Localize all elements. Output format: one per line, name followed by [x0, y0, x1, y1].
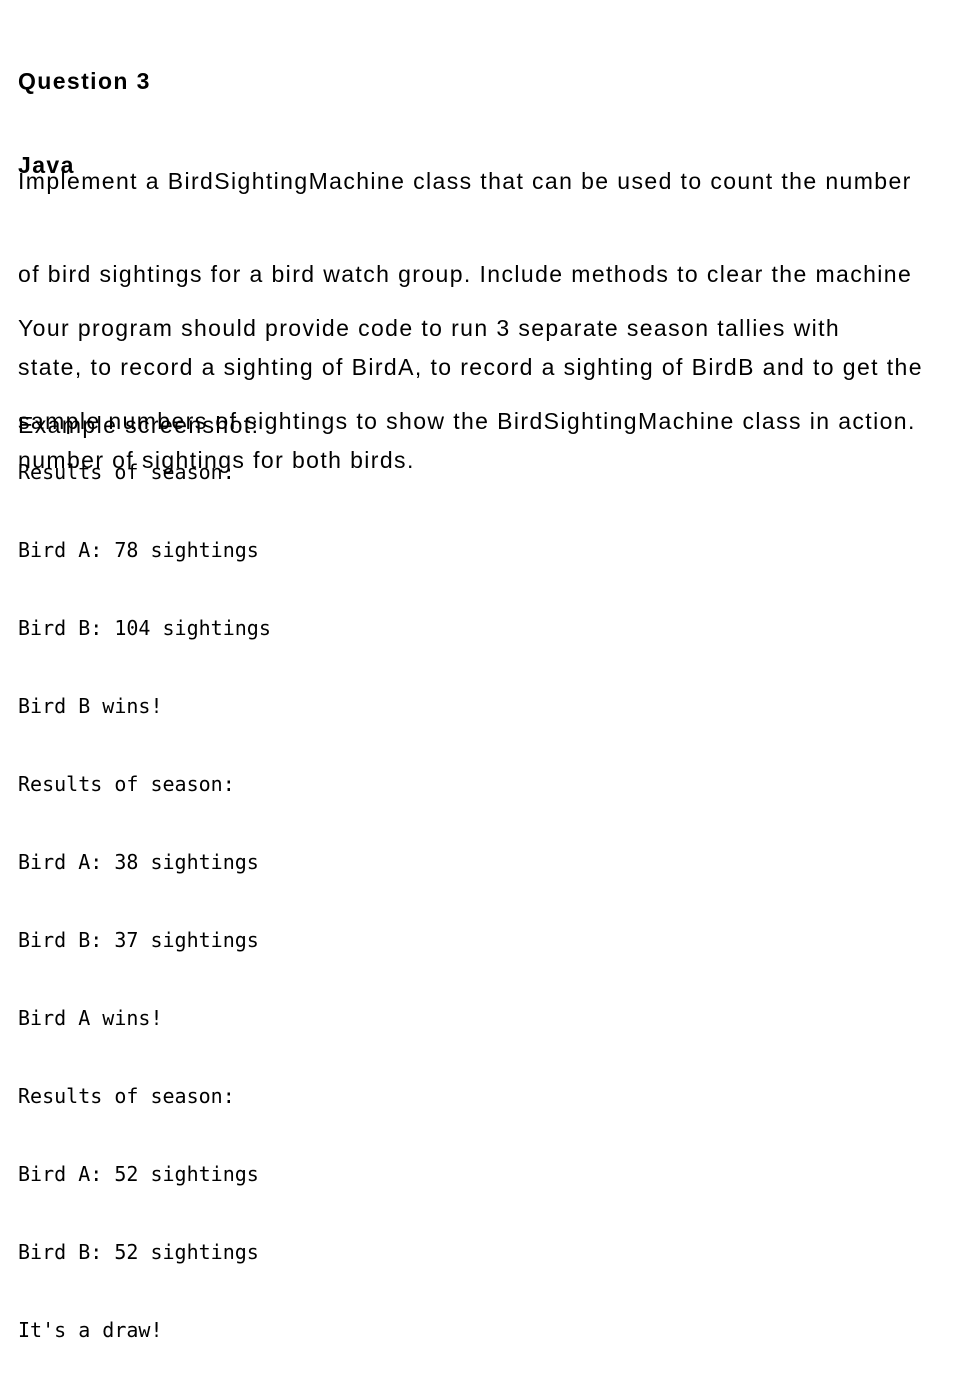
console-line: Bird B: 104 sightings	[18, 616, 271, 640]
task-description-paragraph: Implement a BirdSightingMachine class th…	[18, 104, 923, 538]
question-title: Question 3	[18, 68, 151, 94]
document-page: Question 3 Java Implement a BirdSighting…	[18, 11, 923, 1342]
console-line: Results of season:	[18, 772, 235, 796]
paragraph-line: number of sightings for both birds.	[18, 446, 415, 473]
paragraph-line: sample numbers of sightings to show the …	[18, 408, 916, 434]
console-output: Results of season: Bird A: 78 sightings …	[18, 407, 271, 1395]
console-line: Results of season:	[18, 460, 235, 484]
console-line: Bird B wins!	[18, 694, 163, 718]
paragraph-line: Your program should provide code to run …	[18, 315, 841, 341]
program-requirements-paragraph: Your program should provide code to run …	[18, 251, 916, 499]
console-line: It's a draw!	[18, 1318, 163, 1342]
example-screenshot-label: Example screenshot:	[18, 348, 259, 503]
console-line: Results of season:	[18, 1084, 235, 1108]
console-line: Bird A: 52 sightings	[18, 1162, 259, 1186]
console-line: Bird B: 52 sightings	[18, 1240, 259, 1264]
console-line: Bird A wins!	[18, 1006, 163, 1030]
example-label-text: Example screenshot:	[18, 412, 260, 438]
console-line: Bird A: 78 sightings	[18, 538, 259, 562]
language-label: Java	[18, 152, 75, 178]
question-heading: Question 3 Java	[18, 11, 151, 235]
console-line: Bird B: 37 sightings	[18, 928, 259, 952]
paragraph-line: state, to record a sighting of BirdA, to…	[18, 353, 923, 380]
paragraph-line: Implement a BirdSightingMachine class th…	[18, 167, 912, 194]
paragraph-line: of bird sightings for a bird watch group…	[18, 260, 913, 287]
console-line: Bird A: 38 sightings	[18, 850, 259, 874]
